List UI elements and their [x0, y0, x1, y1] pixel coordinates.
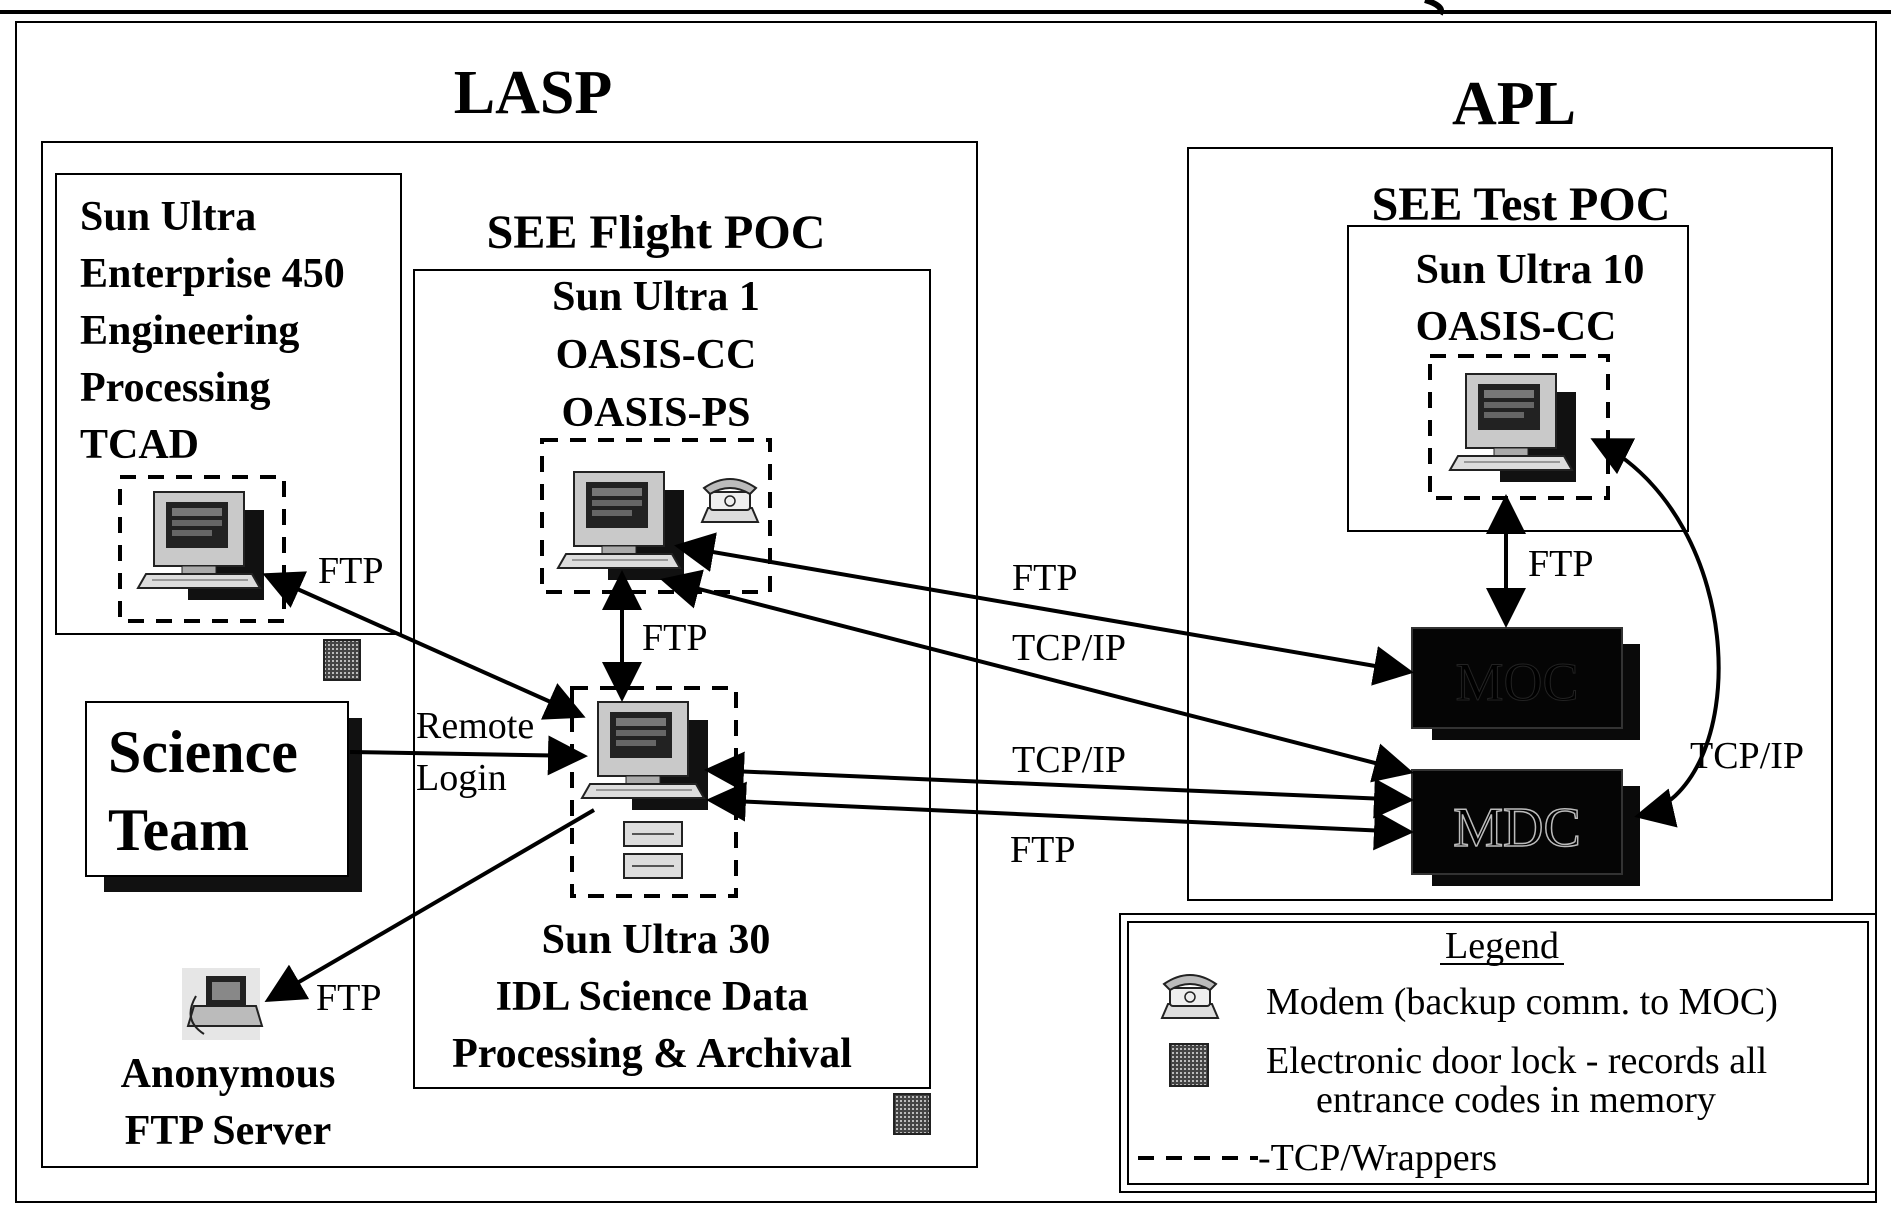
- flight-ws-line-3: OASIS-PS: [561, 390, 750, 436]
- arrow-ftp-mdc: [706, 781, 1414, 851]
- eng-wrapper-dashed: [118, 475, 286, 623]
- science-server-line-2: IDL Science Data: [496, 974, 809, 1020]
- science-team-line-2: Team: [108, 797, 249, 863]
- science-server-line-3: Processing & Archival: [452, 1031, 852, 1077]
- test-poc-line-2: OASIS-CC: [1416, 304, 1617, 350]
- label-tcpip-apl: TCP/IP: [1690, 735, 1804, 777]
- legend-modem-text: Modem (backup comm. to MOC): [1266, 981, 1778, 1023]
- flight-ws-line-2: OASIS-CC: [556, 332, 757, 378]
- label-ftp-eng: FTP: [318, 550, 383, 592]
- arrow-remote-login: [349, 735, 588, 776]
- legend-modem-icon: [1161, 974, 1219, 1019]
- eng-line-5: TCAD: [80, 422, 199, 468]
- science-team-line-1: Science: [108, 719, 298, 785]
- mdc-label: MDC: [1453, 797, 1581, 859]
- legend-wrappers-text: -TCP/Wrappers: [1258, 1137, 1497, 1179]
- legend-frame-outer: [1119, 913, 1877, 1193]
- flight-ws-modem-icon: [701, 478, 759, 523]
- outer-frame: [15, 21, 1877, 1203]
- label-login: Login: [416, 757, 507, 799]
- apl-title: APL: [1452, 70, 1576, 138]
- eng-line-3: Engineering: [80, 308, 299, 354]
- flight-ws-line-1: Sun Ultra 1: [552, 274, 760, 320]
- label-ftp-anon: FTP: [316, 977, 381, 1019]
- engineering-box: [55, 173, 402, 635]
- eng-line-1: Sun Ultra: [80, 194, 256, 240]
- label-ftp-apl: FTP: [1528, 543, 1593, 585]
- eng-line-2: Enterprise 450: [80, 251, 345, 297]
- flight-ws-computer-icon: [557, 471, 685, 581]
- test-poc-computer-icon: [1449, 373, 1577, 483]
- ftp-server-icon: [182, 968, 264, 1040]
- test-poc-line-1: Sun Ultra 10: [1416, 247, 1645, 293]
- test-poc-wrapper-dashed: [1428, 354, 1610, 500]
- storage-drive-icon: [623, 821, 683, 879]
- apl-box: [1187, 147, 1833, 901]
- legend-door-lock-line-2: entrance codes in memory: [1316, 1079, 1716, 1121]
- label-tcpip-upper: TCP/IP: [1012, 627, 1126, 669]
- test-poc-title: SEE Test POC: [1372, 178, 1671, 231]
- anon-ftp-line-2: FTP Server: [125, 1108, 331, 1154]
- moc-label: MOC: [1455, 652, 1578, 712]
- eng-computer-icon: [137, 491, 265, 601]
- door-lock-icon: [893, 1093, 931, 1135]
- label-ftp-moc: FTP: [1012, 557, 1077, 599]
- arrow-eng-science: [262, 571, 586, 720]
- science-server-computer-icon: [581, 701, 709, 811]
- moc-box: [1411, 627, 1623, 729]
- eng-line-4: Processing: [80, 365, 271, 411]
- anon-ftp-line-1: Anonymous: [121, 1051, 336, 1097]
- label-remote: Remote: [416, 705, 534, 747]
- flight-poc-title: SEE Flight POC: [487, 206, 826, 259]
- legend-door-lock-line-1: Electronic door lock - records all: [1266, 1040, 1767, 1082]
- label-tcpip-lower: TCP/IP: [1012, 739, 1126, 781]
- science-team-box: [85, 701, 349, 877]
- legend-door-lock-icon: [1169, 1043, 1209, 1087]
- legend-frame-inner: [1127, 921, 1869, 1185]
- legend-title: Legend: [1445, 925, 1559, 967]
- science-server-line-1: Sun Ultra 30: [542, 917, 771, 963]
- arrow-apl-tcpip: [1590, 438, 1721, 828]
- arrow-tcpip-mdc-upper: [660, 569, 1414, 783]
- door-lock-icon: [323, 639, 361, 681]
- lasp-title: LASP: [454, 59, 612, 127]
- arrow-anon-ftp: [264, 808, 596, 1003]
- flight-ws-wrapper-dashed: [540, 438, 772, 594]
- label-ftp-vertical: FTP: [642, 617, 707, 659]
- label-ftp-lower: FTP: [1010, 829, 1075, 871]
